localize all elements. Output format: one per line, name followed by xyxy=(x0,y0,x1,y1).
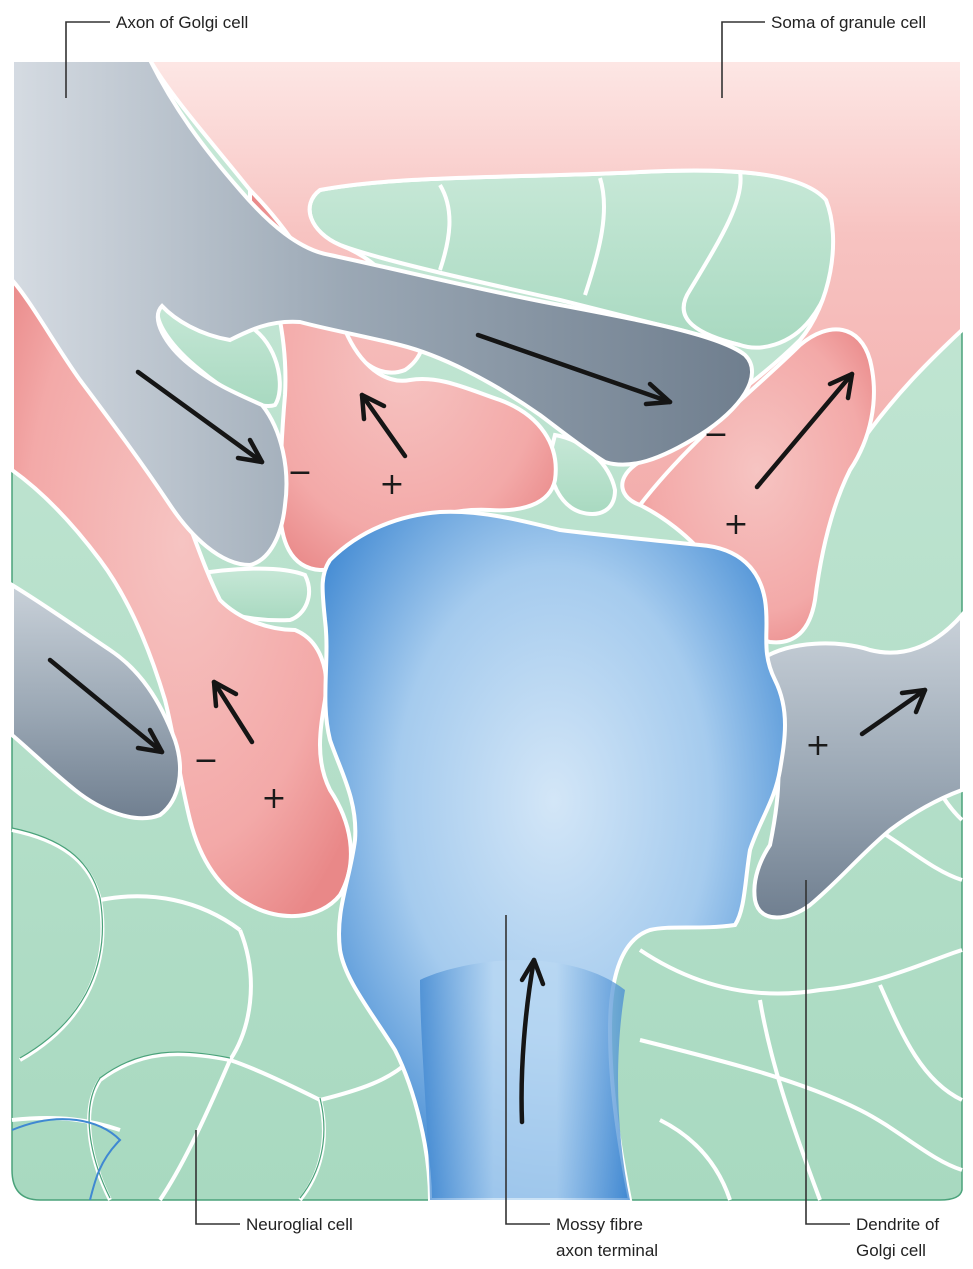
label-neuroglial: Neuroglial cell xyxy=(246,1215,353,1234)
label-soma-granule: Soma of granule cell xyxy=(771,13,926,32)
plus-sign-left: + xyxy=(261,781,286,816)
label-mossy-line1: Mossy fibre xyxy=(556,1215,643,1234)
label-dendrite-line2: Golgi cell xyxy=(856,1241,926,1260)
plus-sign-right: + xyxy=(723,507,748,542)
label-dendrite-line1: Dendrite of xyxy=(856,1215,939,1234)
minus-sign-center: − xyxy=(287,455,312,490)
minus-sign-right: − xyxy=(703,417,728,452)
plus-sign-dendrite: + xyxy=(805,728,830,763)
plus-sign-center: + xyxy=(379,467,404,502)
mossy-fibre-stem xyxy=(420,960,630,1200)
label-mossy-line2: axon terminal xyxy=(556,1241,658,1260)
label-axon-golgi: Axon of Golgi cell xyxy=(116,13,248,32)
minus-sign-left: − xyxy=(193,743,218,778)
